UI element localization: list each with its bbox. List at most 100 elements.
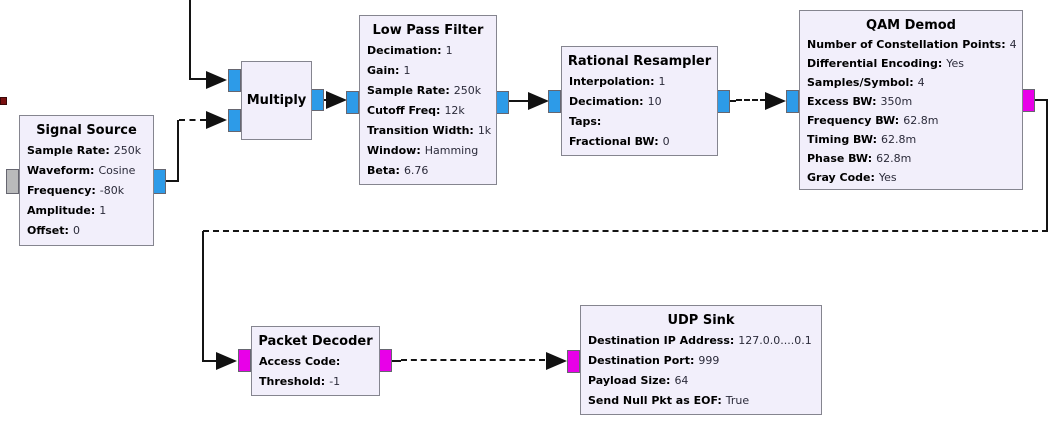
param-row: Sample Rate:250k xyxy=(367,81,496,101)
lpf-output-port[interactable] xyxy=(496,91,509,114)
param-value: 127.0.0....0.1 xyxy=(738,334,812,347)
block-title: Packet Decoder xyxy=(258,334,373,349)
param-row: Differential Encoding:Yes xyxy=(807,54,1022,73)
wire-decoder-horizontal[interactable] xyxy=(202,360,217,362)
param-value: 0 xyxy=(72,224,80,237)
param-label: Sample Rate: xyxy=(367,84,450,97)
param-value: 350m xyxy=(880,95,913,108)
param-value: 1k xyxy=(477,124,492,137)
param-label: Interpolation: xyxy=(569,75,655,88)
param-row: Frequency:-80k xyxy=(27,181,153,201)
wire-top-horizontal[interactable] xyxy=(189,78,207,80)
block-low-pass-filter[interactable]: Low Pass Filter Decimation:1 Gain:1 Samp… xyxy=(359,15,497,185)
multiply-output-port[interactable] xyxy=(311,89,324,111)
block-multiply[interactable]: Multiply xyxy=(241,61,312,140)
param-label: Fractional BW: xyxy=(569,135,659,148)
connection-arrowhead[interactable] xyxy=(765,92,786,110)
param-value: 1 xyxy=(99,204,107,217)
block-title: Signal Source xyxy=(36,123,137,138)
connection-arrowhead[interactable] xyxy=(326,91,347,109)
wire-decoder-vertical[interactable] xyxy=(202,231,204,361)
block-udp-sink[interactable]: UDP Sink Destination IP Address:127.0.0.… xyxy=(580,305,822,415)
wire-qam-vertical[interactable] xyxy=(1046,99,1048,232)
param-row: Phase BW:62.8m xyxy=(807,149,1022,168)
param-label: Payload Size: xyxy=(588,374,671,387)
clipped-block-fragment xyxy=(0,97,7,105)
wire-qam-stub[interactable] xyxy=(1035,99,1048,101)
param-row: Cutoff Freq:12k xyxy=(367,101,496,121)
block-rational-resampler[interactable]: Rational Resampler Interpolation:1 Decim… xyxy=(561,46,718,156)
signal-source-output-port[interactable] xyxy=(153,169,166,194)
param-label: Destination IP Address: xyxy=(588,334,735,347)
decoder-output-port[interactable] xyxy=(379,349,392,372)
connection-arrowhead[interactable] xyxy=(546,352,567,370)
block-title: Low Pass Filter xyxy=(372,23,484,38)
param-row: Beta:6.76 xyxy=(367,161,496,181)
param-label: Beta: xyxy=(367,164,400,177)
param-row: Frequency BW:62.8m xyxy=(807,111,1022,130)
multiply-input-port-0[interactable] xyxy=(228,69,241,92)
param-value: Yes xyxy=(878,171,897,184)
param-label: Send Null Pkt as EOF: xyxy=(588,394,722,407)
resampler-output-port[interactable] xyxy=(717,90,730,113)
param-row: Excess BW:350m xyxy=(807,92,1022,111)
qam-input-port[interactable] xyxy=(786,90,799,113)
qam-output-port[interactable] xyxy=(1022,89,1035,112)
param-row: Threshold:-1 xyxy=(259,372,379,392)
param-label: Window: xyxy=(367,144,421,157)
param-row: Destination Port:999 xyxy=(588,351,821,371)
wire-decoder-stub[interactable] xyxy=(392,360,401,362)
wire-qam-decoder-dashed[interactable] xyxy=(203,230,1048,232)
block-title: UDP Sink xyxy=(667,313,735,328)
param-label: Access Code: xyxy=(259,355,341,368)
param-row: Decimation:1 xyxy=(367,41,496,61)
resampler-input-port[interactable] xyxy=(548,90,561,113)
wire-decoder-udp-dashed[interactable] xyxy=(401,359,545,361)
connection-arrowhead[interactable] xyxy=(206,111,227,129)
connection-arrowhead[interactable] xyxy=(206,71,227,89)
param-label: Number of Constellation Points: xyxy=(807,38,1006,51)
wire-lpf-resampler[interactable] xyxy=(509,100,529,102)
param-row: Offset:0 xyxy=(27,221,153,241)
param-label: Sample Rate: xyxy=(27,144,110,157)
multiply-input-port-1[interactable] xyxy=(228,109,241,132)
block-packet-decoder[interactable]: Packet Decoder Access Code: Threshold:-1 xyxy=(251,326,380,396)
block-qam-demod[interactable]: QAM Demod Number of Constellation Points… xyxy=(799,10,1023,190)
param-row: Taps: xyxy=(569,112,717,132)
param-row: Gray Code:Yes xyxy=(807,168,1022,187)
decoder-input-port[interactable] xyxy=(238,349,251,372)
param-label: Threshold: xyxy=(259,375,326,388)
param-label: Taps: xyxy=(569,115,602,128)
param-row: Fractional BW:0 xyxy=(569,132,717,152)
param-value: Cosine xyxy=(98,164,136,177)
param-value: 1 xyxy=(403,64,411,77)
param-row: Payload Size:64 xyxy=(588,371,821,391)
udp-sink-input-port[interactable] xyxy=(567,350,580,373)
param-value: 250k xyxy=(113,144,142,157)
wire-signal-source-vertical[interactable] xyxy=(177,120,179,182)
param-row: Gain:1 xyxy=(367,61,496,81)
block-title: QAM Demod xyxy=(866,18,956,33)
param-label: Cutoff Freq: xyxy=(367,104,441,117)
block-title: Rational Resampler xyxy=(567,54,712,69)
wire-signal-source-dashed[interactable] xyxy=(179,119,206,121)
wire-top-vertical[interactable] xyxy=(189,0,191,80)
param-value: 1 xyxy=(658,75,666,88)
param-row: Amplitude:1 xyxy=(27,201,153,221)
param-value: -80k xyxy=(99,184,125,197)
lpf-input-port[interactable] xyxy=(346,91,359,114)
wire-resampler-qam-dashed[interactable] xyxy=(736,99,766,101)
block-signal-source[interactable]: Signal Source Sample Rate:250k Waveform:… xyxy=(19,115,154,246)
param-value: 62.8m xyxy=(876,152,912,165)
wire-resampler-stub[interactable] xyxy=(730,100,736,102)
connection-arrowhead[interactable] xyxy=(528,92,549,110)
param-value: 12k xyxy=(444,104,465,117)
signal-source-left-port[interactable] xyxy=(6,169,19,194)
param-value: 6.76 xyxy=(403,164,429,177)
param-label: Transition Width: xyxy=(367,124,474,137)
wire-signal-source-stub[interactable] xyxy=(166,180,179,182)
param-label: Destination Port: xyxy=(588,354,695,367)
param-value: Hamming xyxy=(424,144,479,157)
connection-arrowhead[interactable] xyxy=(216,352,237,370)
